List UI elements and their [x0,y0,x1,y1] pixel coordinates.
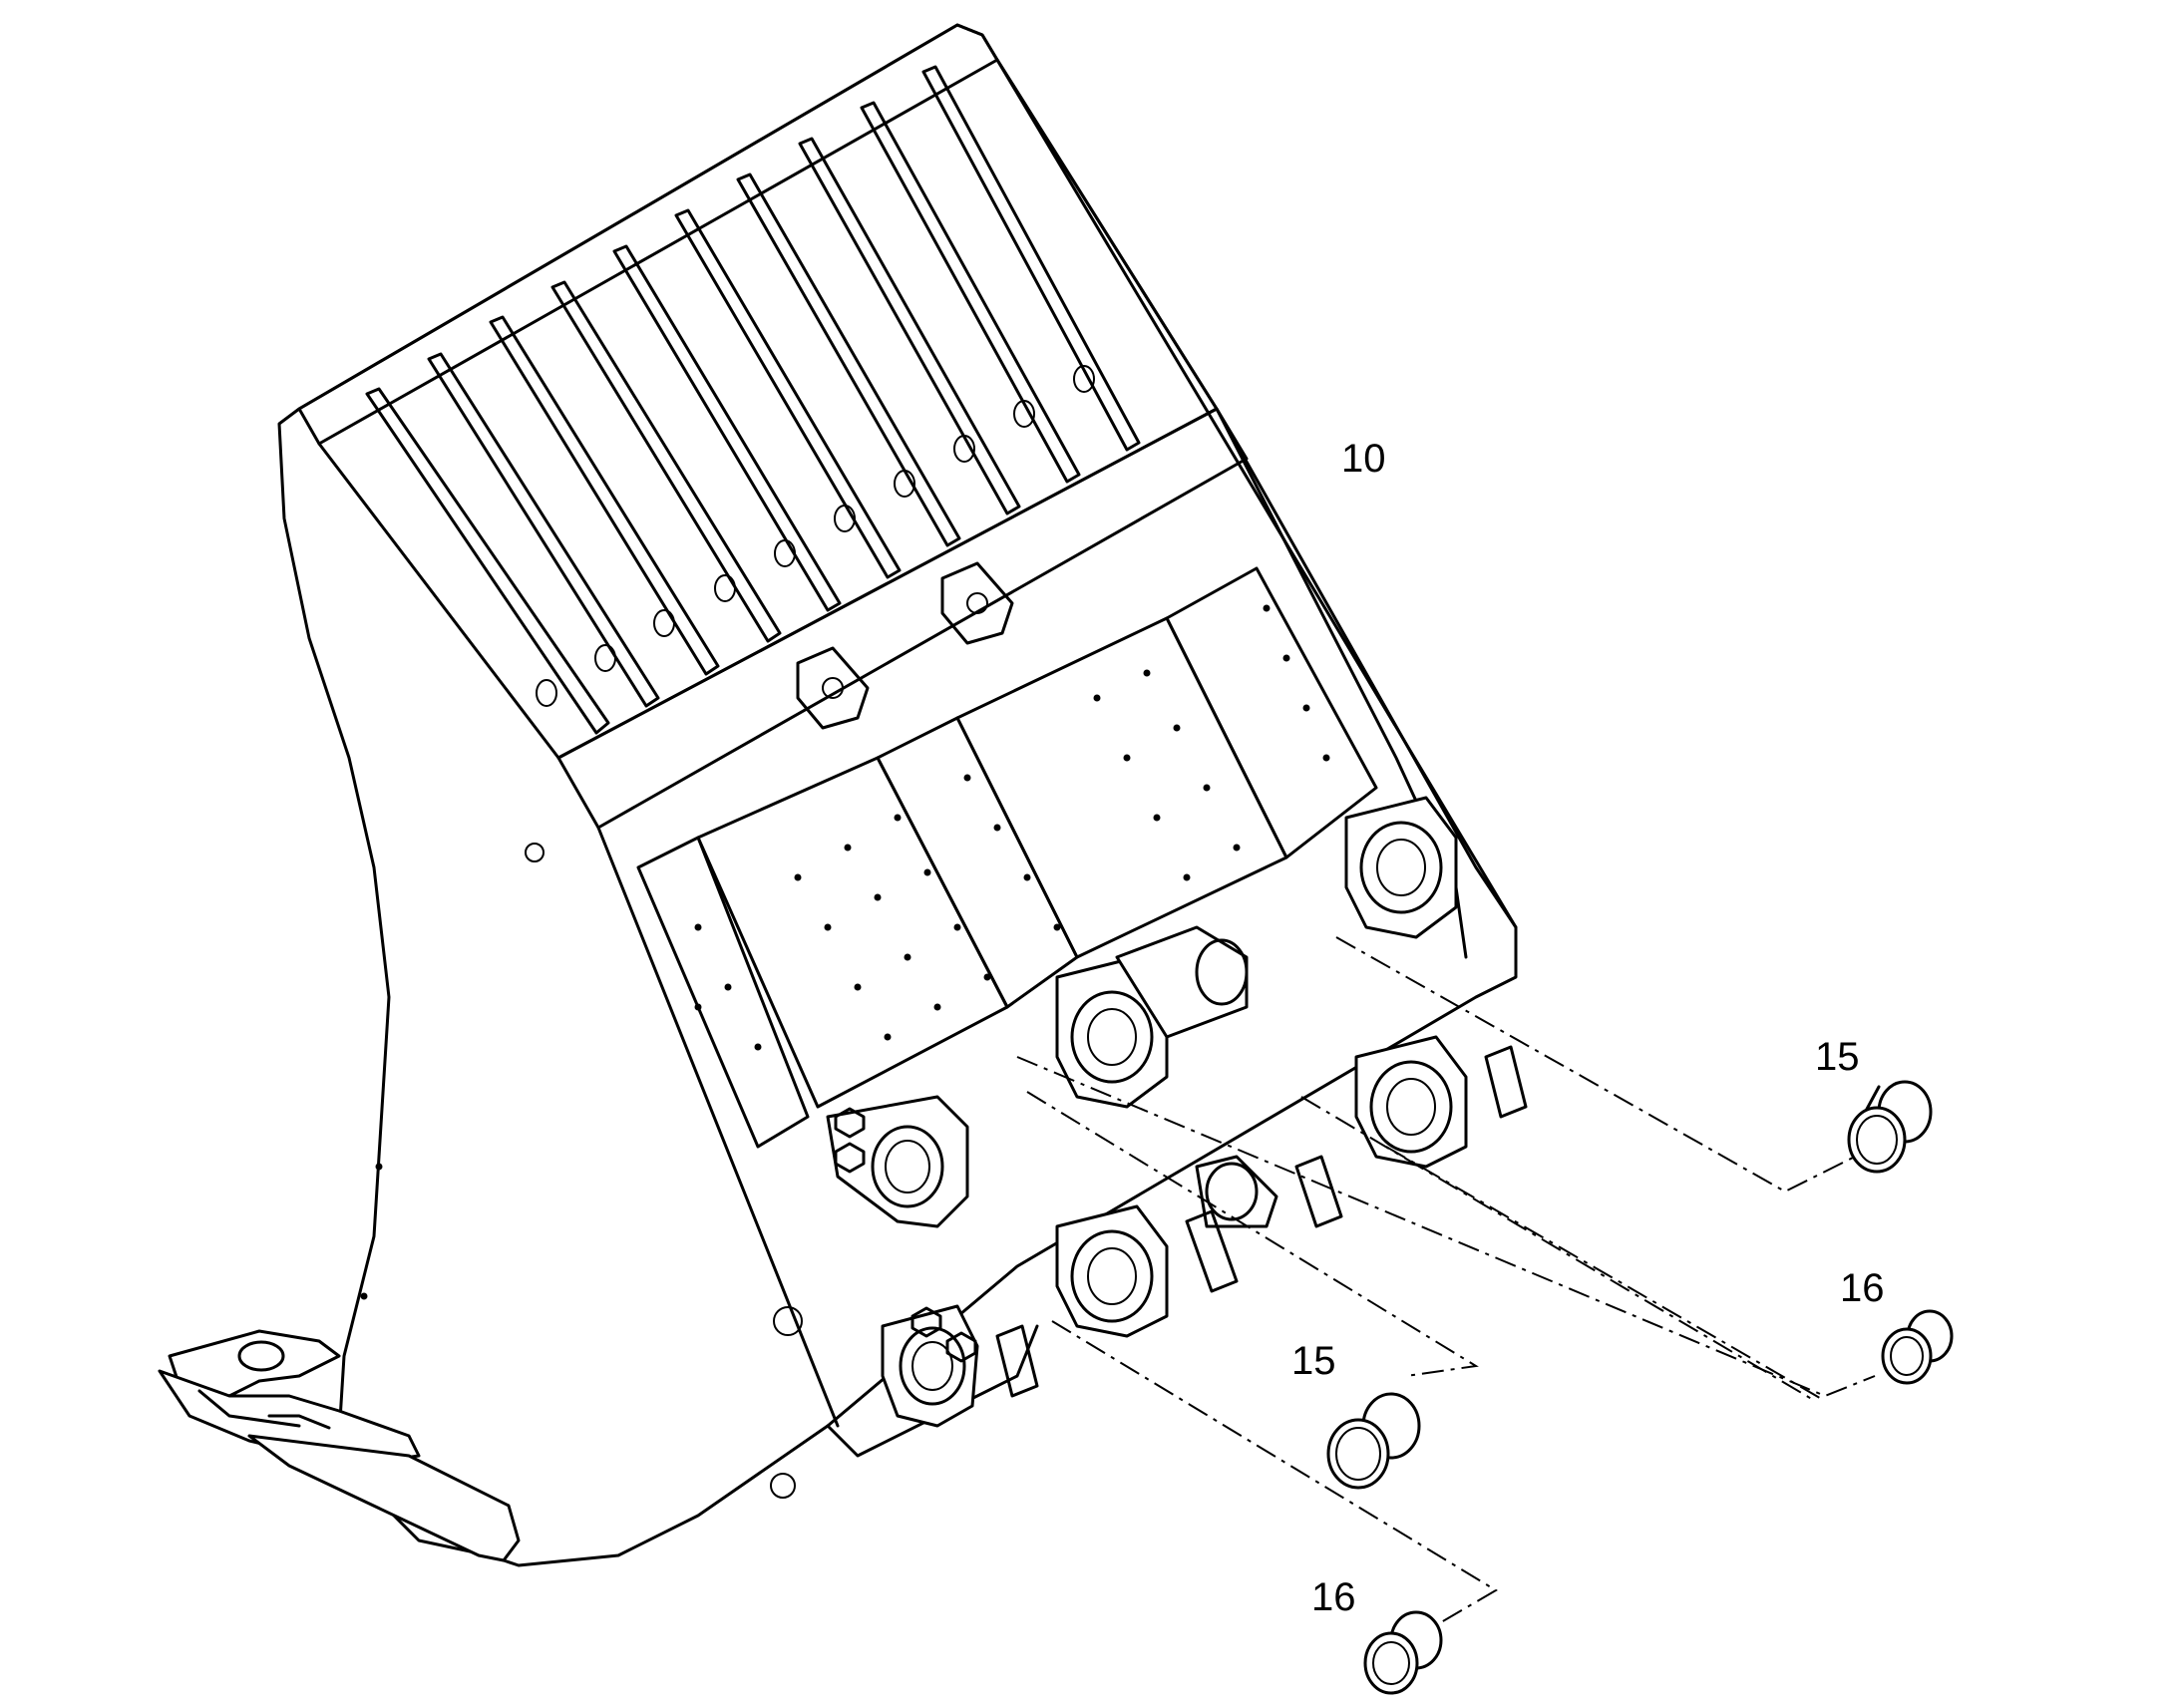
callout-15-upper: 15 [1815,1035,1860,1079]
callout-15-lower: 15 [1291,1339,1336,1383]
bushing-15-upper [1847,1080,1933,1174]
plate-dots [694,604,1330,1051]
rib-holes [536,365,1095,707]
bucket-assembly [277,23,1528,1567]
callout-16-lower: 16 [1311,1575,1356,1619]
back-ribs [365,65,1141,735]
assembly-lines [1016,936,1876,1626]
callout-10: 10 [1341,437,1386,481]
bushing-16-lower [1363,1610,1443,1695]
wear-plates [636,566,1378,1149]
callout-16-upper: 16 [1840,1266,1885,1310]
bushing-15-lower [1326,1392,1421,1490]
tooth-adapter [158,1329,521,1562]
bushing-16-upper [1881,1309,1954,1385]
